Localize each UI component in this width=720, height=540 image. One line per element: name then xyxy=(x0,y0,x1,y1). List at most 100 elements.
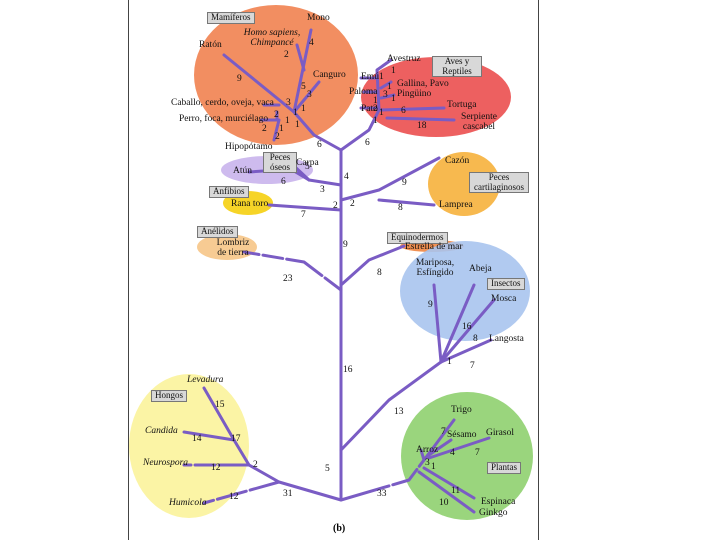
branch-rana xyxy=(267,203,343,212)
branch-candida xyxy=(182,430,236,442)
branch-number: 6 xyxy=(365,138,370,148)
branch-number: 9 xyxy=(237,74,242,84)
branch-homo xyxy=(295,43,306,72)
branch-cazon xyxy=(339,156,441,202)
branch-lamprea xyxy=(377,198,436,207)
branch-number: 1 xyxy=(391,66,396,76)
branch-insects xyxy=(339,360,443,452)
branch-number: 4 xyxy=(344,172,349,182)
branch-number: 2 xyxy=(284,50,289,60)
taxon-caballo: Caballo, cerdo, oveja, vaca xyxy=(171,98,274,108)
taxon-hipopotamo: Hipopótamo xyxy=(225,142,273,152)
taxon-carpa: Carpa xyxy=(296,158,319,168)
branch-number: 7 xyxy=(470,361,475,371)
group-label-plants: Plantas xyxy=(487,462,521,474)
branch-mariposa xyxy=(432,283,443,364)
branch-abeja xyxy=(439,283,476,364)
branch-number: 2 xyxy=(274,110,279,120)
branch-number: 7 xyxy=(475,448,480,458)
taxon-paloma: Paloma xyxy=(349,87,378,97)
branch-number: 12 xyxy=(211,463,221,473)
taxon-sesamo: Sésamo xyxy=(447,430,477,440)
group-label-echinoderms: Equinodermos xyxy=(387,232,448,244)
cartilaginous-fish-region xyxy=(428,152,500,216)
taxon-emu: Emú xyxy=(361,72,379,82)
branch-number: 3 xyxy=(425,458,430,468)
branch-number: 33 xyxy=(377,489,387,499)
branch-mosca xyxy=(439,298,496,364)
branch-number: 6 xyxy=(401,106,406,116)
taxon-mariposa: Mariposa, Esfíngido xyxy=(415,258,455,278)
group-label-cartilaginous-fish: Peces cartilaginosos xyxy=(469,172,529,193)
taxon-ginkgo: Ginkgo xyxy=(479,508,508,518)
branch-number: 5 xyxy=(305,162,310,172)
branch-humicola xyxy=(202,480,281,505)
taxon-rana: Rana toro xyxy=(231,199,269,209)
taxon-homo-chimp: Homo sapiens, Chimpancé xyxy=(242,28,302,48)
branch-number: 3 xyxy=(320,185,325,195)
branch-number: 1 xyxy=(373,116,378,126)
phylogenetic-tree-figure: Mamíferos Aves y Reptiles Peces óseos Pe… xyxy=(128,0,539,540)
tree-drawing xyxy=(129,5,533,520)
branch-mammals xyxy=(292,110,343,152)
taxon-girasol: Girasol xyxy=(486,428,514,438)
taxon-atun: Atún xyxy=(233,166,252,176)
group-label-birds-reptiles: Aves y Reptiles xyxy=(432,56,482,77)
branch-number: 2 xyxy=(333,201,338,211)
branch-hipopotamo xyxy=(272,118,281,142)
taxon-arroz: Arroz xyxy=(416,445,439,455)
taxon-candida: Candida xyxy=(145,426,178,436)
branch-number: 16 xyxy=(462,322,472,332)
plants-region xyxy=(401,392,533,520)
branch-number: 6 xyxy=(317,140,322,150)
branch-ginkgo xyxy=(417,470,476,514)
branch-number: 1 xyxy=(285,116,290,126)
taxon-raton: Ratón xyxy=(199,40,222,50)
branch-number: 12 xyxy=(229,492,239,502)
taxon-lamprea: Lamprea xyxy=(439,200,473,210)
branch-levadura xyxy=(202,386,236,442)
taxon-perro: Perro, foca, murciélago xyxy=(179,114,269,124)
branch-serpiente xyxy=(385,116,456,122)
branch-number: 3 xyxy=(286,98,291,108)
branch-number: 16 xyxy=(343,365,353,375)
taxon-tortuga: Tortuga xyxy=(447,100,477,110)
branch-number: 9 xyxy=(428,300,433,310)
branch-number: 1 xyxy=(301,104,306,114)
branch-number: 14 xyxy=(192,434,202,444)
taxon-levadura: Levadura xyxy=(187,375,224,385)
group-label-annelids: Anélidos xyxy=(197,226,238,238)
branch-number: 17 xyxy=(231,434,241,444)
taxon-humicola: Humicola xyxy=(169,498,207,508)
taxon-pinguino: Pingüino xyxy=(397,89,432,99)
taxon-langosta: Langosta xyxy=(489,334,524,344)
branch-number: 10 xyxy=(439,498,449,508)
group-label-fungi: Hongos xyxy=(151,390,188,402)
branch-sesamo xyxy=(427,438,453,457)
group-label-mammals: Mamíferos xyxy=(207,12,255,24)
branch-number: 1 xyxy=(447,357,452,367)
branch-number: 9 xyxy=(343,240,348,250)
branch-number: 5 xyxy=(301,82,306,92)
branch-number: 8 xyxy=(398,203,403,213)
tree-branches xyxy=(182,28,496,514)
branch-espinaca xyxy=(422,466,476,500)
branch-canguro xyxy=(292,80,321,114)
taxon-pato: Pato xyxy=(361,104,378,114)
taxon-serpiente: Serpiente cascabel xyxy=(461,112,497,132)
taxon-avestruz: Avestruz xyxy=(387,54,421,64)
branch-langosta xyxy=(439,338,493,364)
branch-number: 1 xyxy=(387,82,392,92)
taxon-mosca: Mosca xyxy=(491,294,517,304)
taxon-neurospora: Neurospora xyxy=(143,458,189,468)
group-label-amphibians: Anfibios xyxy=(209,186,249,198)
branch-birds xyxy=(339,108,381,152)
branch-number: 2 xyxy=(275,132,280,142)
fungi-region xyxy=(129,374,249,518)
branch-number: 1 xyxy=(379,72,384,82)
group-label-bony-fish: Peces óseos xyxy=(263,152,297,173)
branch-number: 9 xyxy=(402,178,407,188)
branch-number: 3 xyxy=(383,90,388,100)
branch-number: 8 xyxy=(473,334,478,344)
branch-number: 1 xyxy=(279,124,284,134)
